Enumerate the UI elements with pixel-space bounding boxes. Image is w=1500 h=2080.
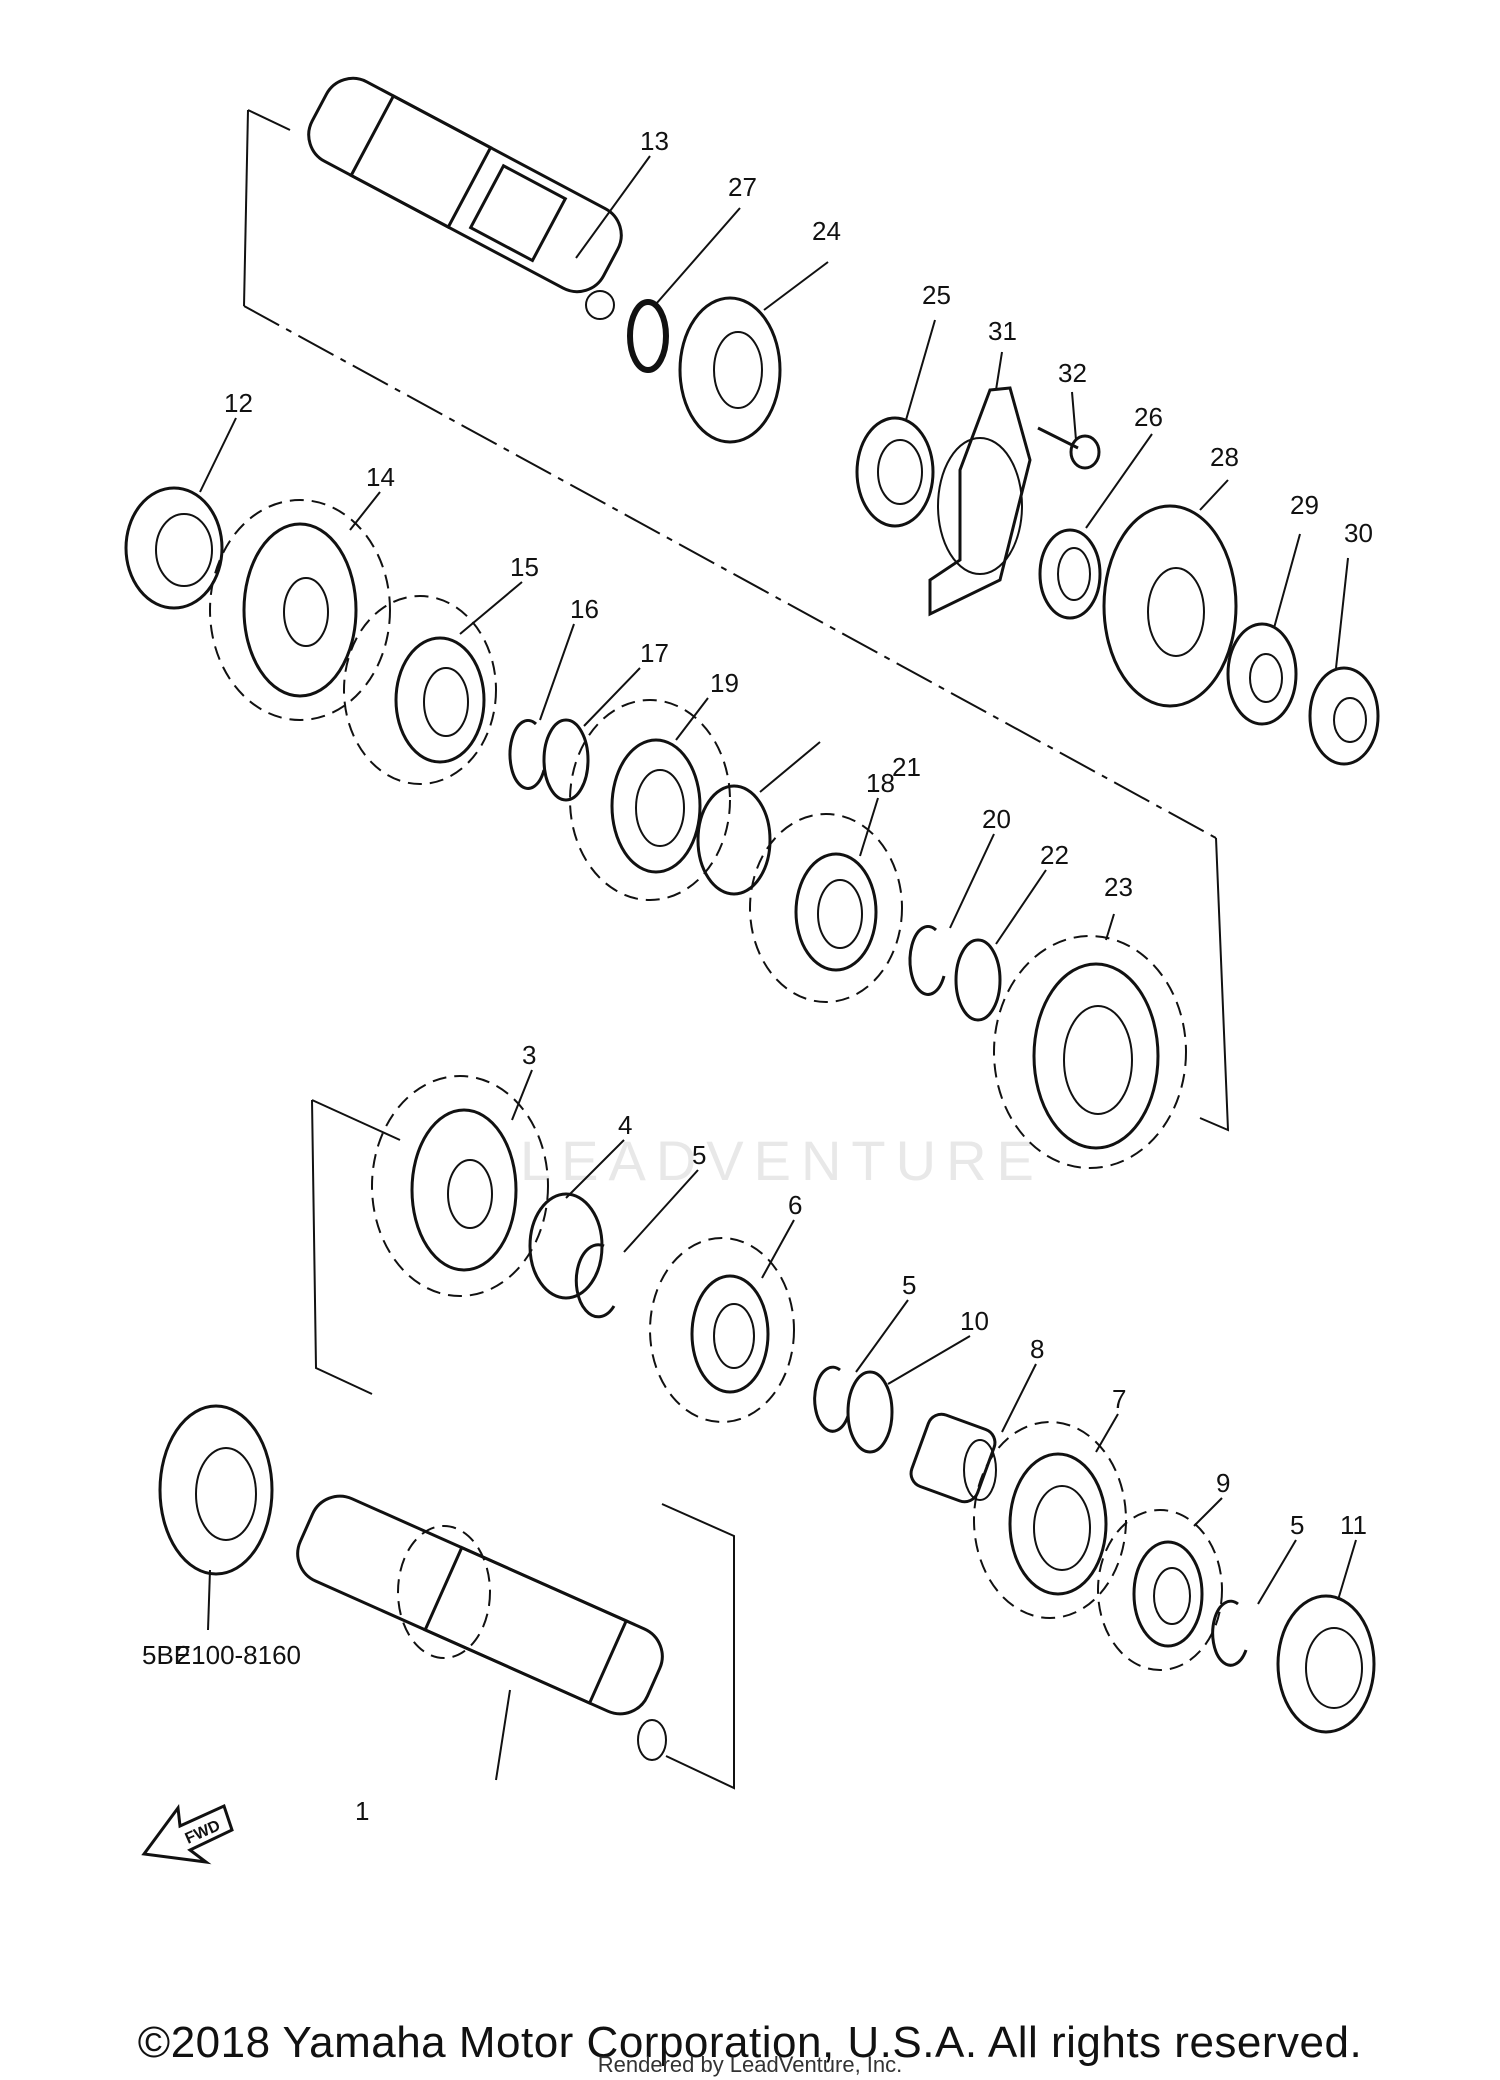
circlip-5-a — [574, 1243, 616, 1319]
callout-part-12: 12 — [224, 388, 253, 418]
collar-8 — [909, 1412, 997, 1504]
callout-part-30: 30 — [1344, 518, 1373, 548]
callout-part-16: 16 — [570, 594, 599, 624]
callout-part-26: 26 — [1134, 402, 1163, 432]
drive-sprocket-28 — [1102, 504, 1238, 708]
main-axle-13 — [307, 76, 623, 320]
callout-part-21: 21 — [892, 752, 921, 782]
callout-part-10: 10 — [960, 1306, 989, 1336]
callout-part-7: 7 — [1112, 1384, 1126, 1414]
gear-23 — [993, 935, 1187, 1169]
callout-part-27: 27 — [728, 172, 757, 202]
callout-part-5-a: 5 — [692, 1140, 706, 1170]
lock-washer-29 — [1226, 622, 1298, 726]
circlip-16 — [508, 718, 546, 790]
callout-part-32: 32 — [1058, 358, 1087, 388]
washer-10 — [846, 1370, 894, 1454]
callout-part-13: 13 — [640, 126, 669, 156]
washer-18 — [696, 784, 772, 896]
o-ring-27 — [627, 299, 669, 373]
lower-assembly-frame — [311, 1099, 735, 1790]
callout-part-22: 22 — [1040, 840, 1069, 870]
rendered-by-notice: Rendered by LeadVenture, Inc. — [597, 2052, 903, 2077]
callout-part-19: 19 — [710, 668, 739, 698]
callout-part-4: 4 — [618, 1110, 632, 1140]
fwd-arrow-icon: FWD — [141, 1803, 234, 1865]
gear-3 — [371, 1075, 549, 1297]
callout-part-9: 9 — [1216, 1468, 1230, 1498]
retainer-plate-31 — [928, 386, 1032, 617]
circlip-20 — [908, 924, 946, 996]
oil-seal-25 — [855, 416, 935, 528]
bolt-32 — [1037, 426, 1101, 470]
bearing-24 — [678, 296, 782, 444]
gear-9 — [1097, 1509, 1223, 1671]
callout-part-15: 15 — [510, 552, 539, 582]
callout-part-2: 2 — [176, 1640, 190, 1670]
watermark: LEADVENTURE — [520, 1129, 1044, 1192]
circlip-5-c — [1211, 1599, 1248, 1667]
callout-part-31: 31 — [988, 316, 1017, 346]
collar-26 — [1038, 528, 1102, 620]
drive-axle-1 — [296, 1494, 667, 1761]
copyright-notice: ©2018 Yamaha Motor Corporation, U.S.A. A… — [137, 2018, 1363, 2067]
washer-22 — [954, 938, 1002, 1022]
callout-part-17: 17 — [640, 638, 669, 668]
gear-15 — [343, 595, 497, 785]
nut-30 — [1308, 666, 1380, 766]
callout-part-18: 18 — [866, 768, 895, 798]
diagram-code: 5BE100-8160 — [142, 1640, 302, 1670]
gear-21 — [749, 813, 903, 1003]
callout-part-11: 11 — [1340, 1510, 1367, 1540]
callout-part-14: 14 — [366, 462, 395, 492]
gear-6 — [649, 1237, 795, 1423]
gear-14 — [209, 499, 391, 721]
callout-part-29: 29 — [1290, 490, 1319, 520]
leader-lines — [199, 155, 1357, 1781]
circlip-5-b — [813, 1365, 850, 1433]
callout-part-1: 1 — [355, 1796, 369, 1826]
callout-part-6: 6 — [788, 1190, 802, 1220]
callout-part-20: 20 — [982, 804, 1011, 834]
callout-part-5-b: 5 — [902, 1270, 916, 1300]
callout-part-28: 28 — [1210, 442, 1239, 472]
bearing-11 — [1276, 1594, 1376, 1734]
callout-part-23: 23 — [1104, 872, 1133, 902]
callout-part-25: 25 — [922, 280, 951, 310]
gear-19 — [569, 699, 731, 901]
gear-7 — [973, 1421, 1127, 1619]
callout-part-5-c: 5 — [1290, 1510, 1304, 1540]
callouts: 1 2 3 4 5 5 5 6 7 8 9 10 11 12 13 14 15 … — [176, 126, 1373, 1826]
bearing-2 — [158, 1404, 274, 1576]
bearing-12 — [124, 486, 224, 610]
callout-part-24: 24 — [812, 216, 841, 246]
washer-17 — [542, 718, 590, 802]
upper-assembly-frame — [243, 109, 1230, 1132]
callout-part-8: 8 — [1030, 1334, 1044, 1364]
callout-part-3: 3 — [522, 1040, 536, 1070]
